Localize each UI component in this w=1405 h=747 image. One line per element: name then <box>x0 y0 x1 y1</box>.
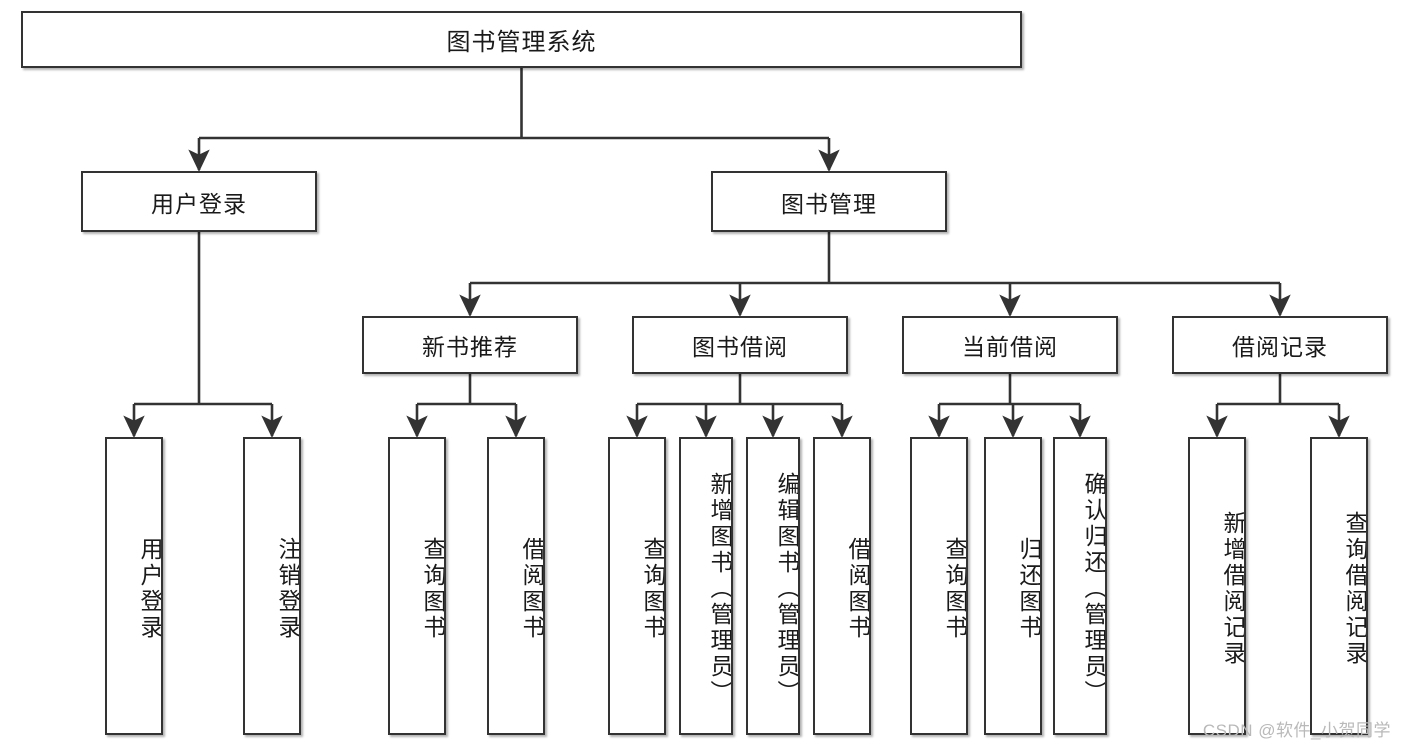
leaf-borrow-books-rec[interactable]: 借阅图书 <box>487 437 545 735</box>
node-book-management[interactable]: 图书管理 <box>711 171 947 232</box>
node-root[interactable]: 图书管理系统 <box>21 11 1022 68</box>
edge-paths <box>123 68 1350 438</box>
leaf-borrow-book[interactable]: 借阅图书 <box>813 437 871 735</box>
leaf-query-books-rec[interactable]: 查询图书 <box>388 437 446 735</box>
node-current-borrowing[interactable]: 当前借阅 <box>902 316 1118 374</box>
leaf-return-book[interactable]: 归还图书 <box>984 437 1042 735</box>
leaf-confirm-return-admin[interactable]: 确认归还（管理员） <box>1053 437 1107 735</box>
leaf-query-books-borrow[interactable]: 查询图书 <box>608 437 666 735</box>
leaf-query-books-current[interactable]: 查询图书 <box>910 437 968 735</box>
csdn-watermark: CSDN @软件_小贺同学 <box>1202 721 1391 740</box>
leaf-add-book-admin[interactable]: 新增图书（管理员） <box>679 437 733 735</box>
node-borrowing-records[interactable]: 借阅记录 <box>1172 316 1388 374</box>
node-user-login[interactable]: 用户登录 <box>81 171 317 232</box>
leaf-query-borrow-record[interactable]: 查询借阅记录 <box>1310 437 1368 735</box>
node-book-borrowing[interactable]: 图书借阅 <box>632 316 848 374</box>
leaf-edit-book-admin[interactable]: 编辑图书（管理员） <box>746 437 800 735</box>
node-new-book-recommendation[interactable]: 新书推荐 <box>362 316 578 374</box>
leaf-add-borrow-record[interactable]: 新增借阅记录 <box>1188 437 1246 735</box>
leaf-user-login[interactable]: 用户登录 <box>105 437 163 735</box>
leaf-user-logout[interactable]: 注销登录 <box>243 437 301 735</box>
